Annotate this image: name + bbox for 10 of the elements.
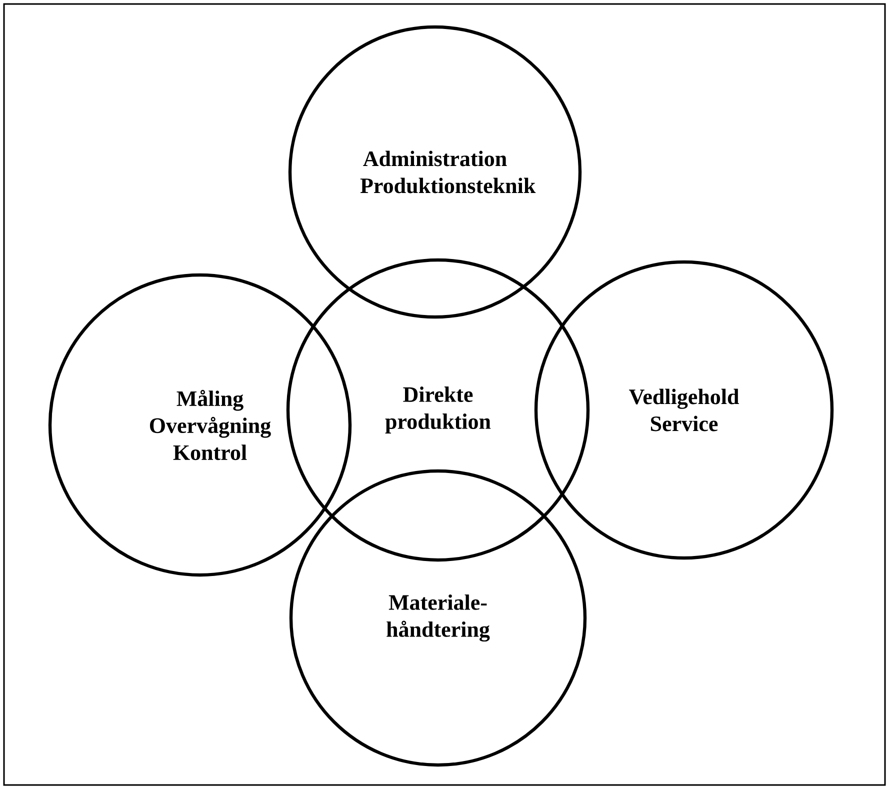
circle <box>534 260 834 560</box>
node-label: Vedligehold Service <box>629 388 739 432</box>
circle <box>48 273 352 577</box>
node-label: Direkte produktion <box>385 386 491 434</box>
circle <box>286 258 590 562</box>
node-label: Måling Overvågning Kontrol <box>150 390 271 460</box>
node-label: Administration Produktionsteknik <box>360 150 536 194</box>
node-label: Materiale-håndtering <box>386 594 490 642</box>
circle <box>288 25 582 319</box>
circle <box>289 469 587 767</box>
